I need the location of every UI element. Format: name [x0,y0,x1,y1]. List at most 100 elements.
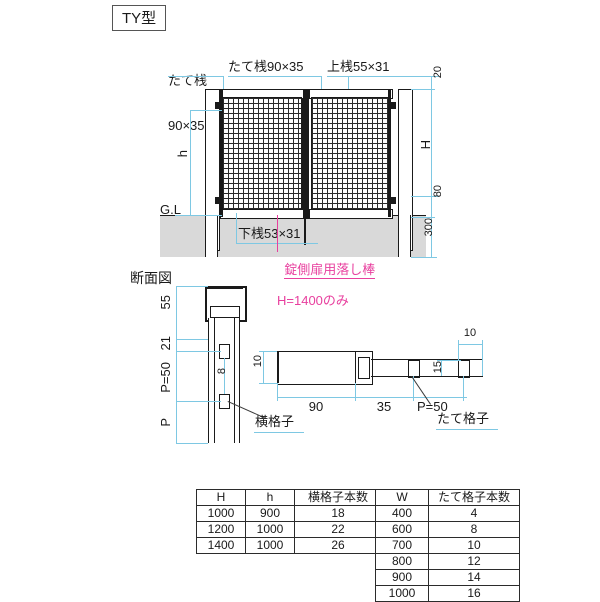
section-plan-lattice-1 [408,360,420,378]
dim-h-ext-bottom [175,215,222,216]
dim-plan-10L-text: 10 [252,355,264,368]
table-right-header-W: W [375,489,429,506]
leader-top-rail-underline [327,76,409,77]
table-row: 1000 16 [375,585,520,602]
dim-plan-chain-line [277,397,467,398]
leader-stile-mid-underline [228,76,321,77]
dim-H-text: H [418,140,433,150]
table-right-r3-c0: 800 [375,553,429,570]
dim-plan-15-line [441,360,442,376]
table-right-r5-c1: 16 [428,585,520,602]
dim-300-text: 300 [423,218,435,237]
section-plan-post-body [277,351,357,385]
dim-plan-10R-line [458,344,482,345]
table-right-header-count: たて格子本数 [428,489,520,506]
dim-plan-35-text: 35 [376,399,392,414]
dim-plan-10L-line [263,351,264,383]
dim-plan-10R-tick-r [482,340,483,376]
table-row: 900 14 [375,569,520,586]
table-right-r5-c0: 1000 [375,585,429,602]
table-left-r2-c2: 26 [294,537,382,554]
hinge-lower-left [215,197,220,204]
table-left-r0-c1: 900 [245,505,295,522]
dim-20-ext [409,76,439,77]
dim-H-ext-top [411,89,435,90]
label-drop-rod: 錠側扉用落し棒 H=1400のみ [277,248,376,324]
leader-top-rail-drop [348,76,349,89]
label-top-rail: 上桟55×31 [327,59,390,74]
table-row: 700 10 [375,537,520,554]
dim-h-line [190,110,191,215]
table-left-r1-c2: 22 [294,521,382,538]
hinge-upper-right [391,102,396,109]
table-left-r2-c1: 1000 [245,537,295,554]
dim-sec-P-text: P [158,418,173,427]
section-title: 断面図 [130,270,172,286]
table-right-r4-c1: 14 [428,569,520,586]
drop-rod-center [304,219,306,245]
leader-drop-rod-riser [277,215,278,252]
table-row: 1200 1000 22 [196,521,382,538]
dim-80-line [431,196,432,217]
dim-plan-10L-ext-bot [259,383,277,384]
table-right-r2-c1: 10 [428,537,520,554]
dim-plan-10R-text: 10 [463,327,477,339]
dim-sec-8-line [224,358,225,394]
table-left-r1-c1: 1000 [245,521,295,538]
drawing-type-badge: TY型 [112,5,167,31]
dim-plan-90-text: 90 [308,399,324,414]
dim-sec-vline [176,286,177,443]
dim-plan-P50-text: P=50 [417,399,448,414]
table-right-r0-c1: 4 [428,505,520,522]
dim-h-ext-top [190,110,222,111]
label-drop-rod-line2: H=1400のみ [277,292,349,308]
dim-plan-10R-tick-l [458,340,459,360]
label-drop-rod-line1: 錠側扉用落し棒 [284,261,376,279]
post-center [302,89,309,219]
table-right-r2-c0: 700 [375,537,429,554]
table-left-r0-c2: 18 [294,505,382,522]
section-post-head-inner [210,306,240,318]
drawing-type-label: TY型 [122,10,157,27]
table-right-r1-c0: 600 [375,521,429,538]
table-row: 1400 1000 26 [196,537,382,554]
label-vertical-lattice-underline [436,429,498,430]
post-right-embed [398,215,411,257]
dim-sec-21-text: 21 [158,336,173,351]
dim-h-text: h [175,150,190,158]
dim-20-text: 20 [432,66,444,79]
table-row: 400 4 [375,505,520,522]
dim-plan-10L-ext-top [259,351,277,352]
label-stile-left: たて桟 90×35 [168,44,207,149]
dim-20-line [431,76,432,91]
dim-sec-tick-P-bot [176,443,208,444]
table-right-r1-c1: 8 [428,521,520,538]
hinge-lower-right [391,197,396,204]
gate-left-stile [220,89,223,217]
table-left-r0-c0: 1000 [196,505,246,522]
section-plan-post-edge-left [277,351,279,383]
table-left-header-h: h [245,489,295,506]
gate-left-bottom-rail [220,209,304,219]
section-plan-lattice-2 [458,360,470,378]
table-height-lattice-count: H h 横格子本数 1000 900 18 1200 1000 22 1400 … [196,489,382,554]
table-left-r1-c0: 1200 [196,521,246,538]
section-post-head-cap [205,286,243,289]
dim-80-ext [411,196,439,197]
label-bottom-rail: 下桟53×31 [238,226,301,241]
label-horizontal-lattice-underline [254,432,304,433]
table-row: 1000 900 18 [196,505,382,522]
dim-plan-15-ext-top [437,360,461,361]
label-vertical-lattice: たて格子 [437,411,490,426]
table-row: 800 12 [375,553,520,570]
table-right-r3-c1: 12 [428,553,520,570]
post-left-embed [205,215,218,257]
dim-plan-tick-P50 [463,376,464,401]
section-plan-rail-bottom [371,376,483,377]
label-ground-line: G.L [160,202,181,217]
hinge-upper-left [215,102,220,109]
dim-sec-tick-55-top [176,286,208,287]
table-row: 600 8 [375,521,520,538]
section-post-inner-right [234,318,235,443]
table-right-r4-c0: 900 [375,569,429,586]
